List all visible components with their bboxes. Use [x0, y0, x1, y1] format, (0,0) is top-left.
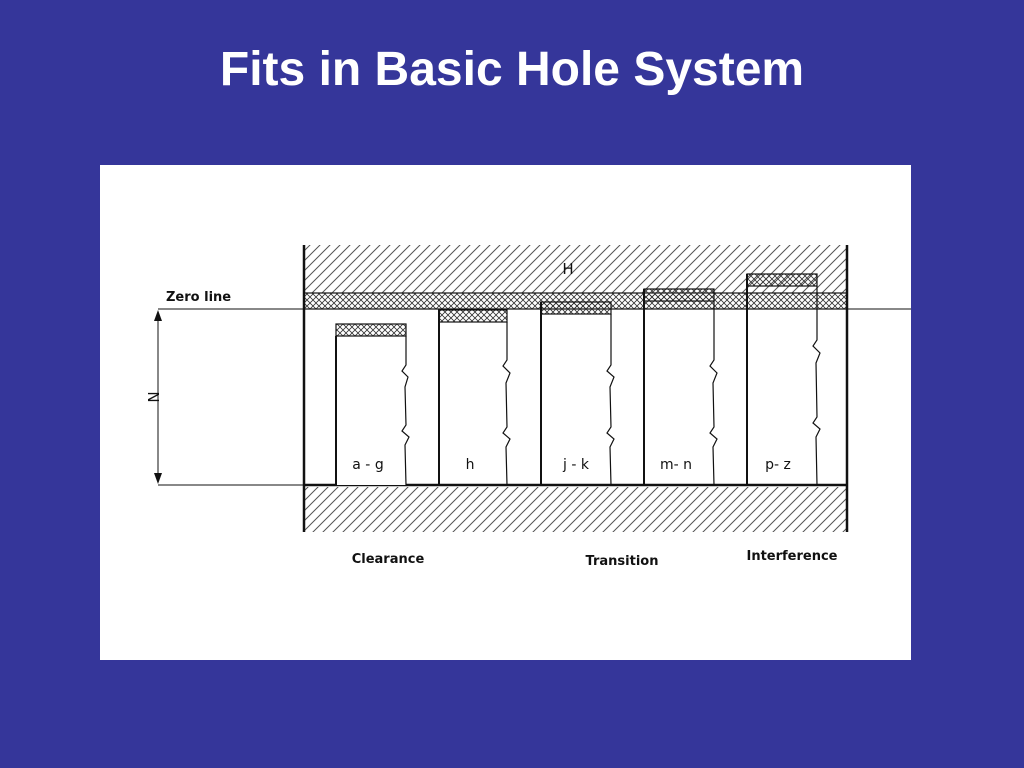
shaft-label-p-z: p- z	[765, 457, 791, 473]
shaft-j-k-tolerance	[540, 301, 612, 315]
zero-line-label: Zero line	[166, 290, 231, 305]
hole-label: H	[562, 260, 573, 278]
shaft-a-g-tolerance	[335, 323, 407, 337]
shaft-m-n-break-line	[709, 301, 718, 486]
shaft-h-break-line	[502, 322, 511, 486]
shaft-label-m-n: m- n	[660, 457, 692, 473]
shaft-a-g-break-line	[401, 336, 410, 486]
shaft-label-a-g: a - g	[352, 457, 383, 473]
shaft-a-g-body	[336, 325, 406, 485]
shaft-p-z-break-line	[812, 286, 821, 486]
dimension-arrow-top	[154, 310, 162, 321]
shaft-m-n-tolerance	[643, 288, 715, 302]
dimension-arrow-bottom	[154, 473, 162, 484]
nominal-size-label: N	[144, 391, 162, 402]
slide-title: Fits in Basic Hole System	[219, 43, 805, 96]
fit-category-clearance: Clearance	[352, 552, 425, 567]
fits-diagram: H Zero line N a - g h j - k m- n p- z Cl…	[144, 245, 911, 569]
shaft-h-tolerance	[438, 309, 508, 323]
fit-category-interference: Interference	[746, 549, 837, 564]
shaft-label-h: h	[466, 457, 475, 473]
fit-category-transition: Transition	[586, 554, 659, 569]
diagram-panel: H Zero line N a - g h j - k m- n p- z Cl…	[100, 165, 911, 660]
shaft-label-j-k: j - k	[562, 457, 590, 473]
hole-lower-body	[304, 487, 847, 532]
shaft-j-k-break-line	[606, 314, 615, 486]
shaft-p-z-tolerance	[746, 273, 818, 287]
